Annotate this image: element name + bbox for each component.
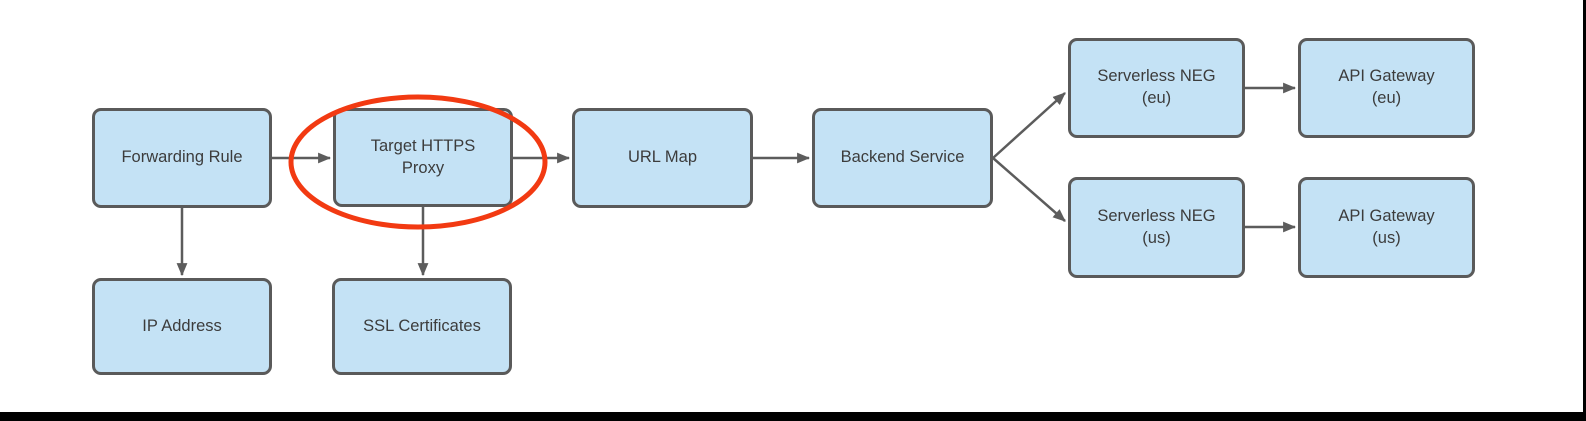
node-label-serverless-neg-us: Serverless NEG (us) [1097,206,1216,247]
node-ssl-certificates: SSL Certificates [332,278,512,375]
node-label-ssl-certificates: SSL Certificates [363,316,481,335]
node-serverless-neg-us: Serverless NEG (us) [1068,177,1245,278]
node-backend-service: Backend Service [812,108,993,208]
node-label-target-https-proxy: Target HTTPS Proxy [370,136,476,177]
arrow-backend-service-to-serverless-neg-eu [992,92,1066,159]
arrow-backend-service-to-serverless-neg-us [992,157,1066,222]
node-label-forwarding-rule: Forwarding Rule [121,148,243,167]
node-label-api-gateway-eu: API Gateway (eu) [1338,67,1435,107]
node-forwarding-rule: Forwarding Rule [92,108,272,208]
right-frame-line [1583,0,1586,421]
node-url-map: URL Map [572,108,753,208]
bottom-frame-line [0,412,1586,421]
node-label-ip-address: IP Address [142,316,222,335]
node-label-api-gateway-us: API Gateway (us) [1338,206,1435,247]
node-serverless-neg-eu: Serverless NEG (eu) [1068,38,1245,138]
node-label-serverless-neg-eu: Serverless NEG (eu) [1097,67,1216,107]
node-target-https-proxy: Target HTTPS Proxy [333,108,513,207]
node-label-backend-service: Backend Service [840,148,965,167]
node-api-gateway-us: API Gateway (us) [1298,177,1475,278]
node-api-gateway-eu: API Gateway (eu) [1298,38,1475,138]
node-label-url-map: URL Map [627,148,698,167]
node-ip-address: IP Address [92,278,272,375]
